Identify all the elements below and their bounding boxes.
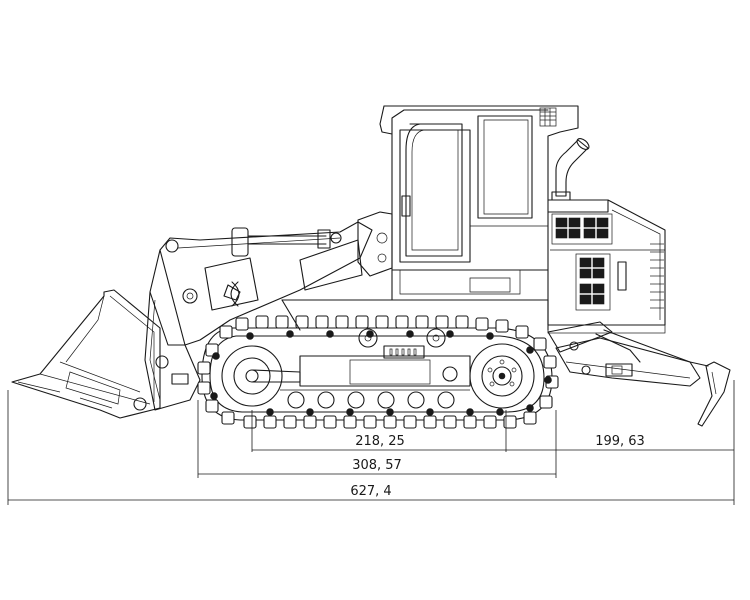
- track-grousers: [197, 315, 559, 425]
- dim-overall-length: 627, 4: [350, 484, 391, 499]
- rear-ripper: [547, 321, 731, 427]
- frame-slots: [389, 348, 417, 356]
- loader-arm: [133, 221, 373, 411]
- track-grousers-bottom: [243, 415, 517, 429]
- dim-track-wheelbase: 218, 25: [355, 434, 405, 449]
- exhaust-stack-icon: [551, 138, 590, 201]
- bucket-link-icon: [223, 281, 241, 307]
- cab: [357, 105, 579, 301]
- track-assembly: [197, 299, 559, 429]
- dim-track-length: 308, 57: [352, 458, 402, 473]
- grille-icon: [555, 217, 609, 305]
- dim-rear-overhang: 199, 63: [595, 434, 645, 449]
- track-pins: [210, 330, 552, 416]
- drive-sprocket-icon: [469, 343, 535, 409]
- engine-hood: [547, 138, 666, 334]
- carrier-rollers: [358, 328, 446, 348]
- roof-vent-icon: [539, 107, 557, 127]
- bucket: [11, 289, 189, 419]
- bottom-rollers: [280, 389, 470, 409]
- dimension-lines: [7, 380, 735, 505]
- rear-grille-hatch: [650, 243, 664, 309]
- lift-cylinder-icon: [231, 227, 342, 257]
